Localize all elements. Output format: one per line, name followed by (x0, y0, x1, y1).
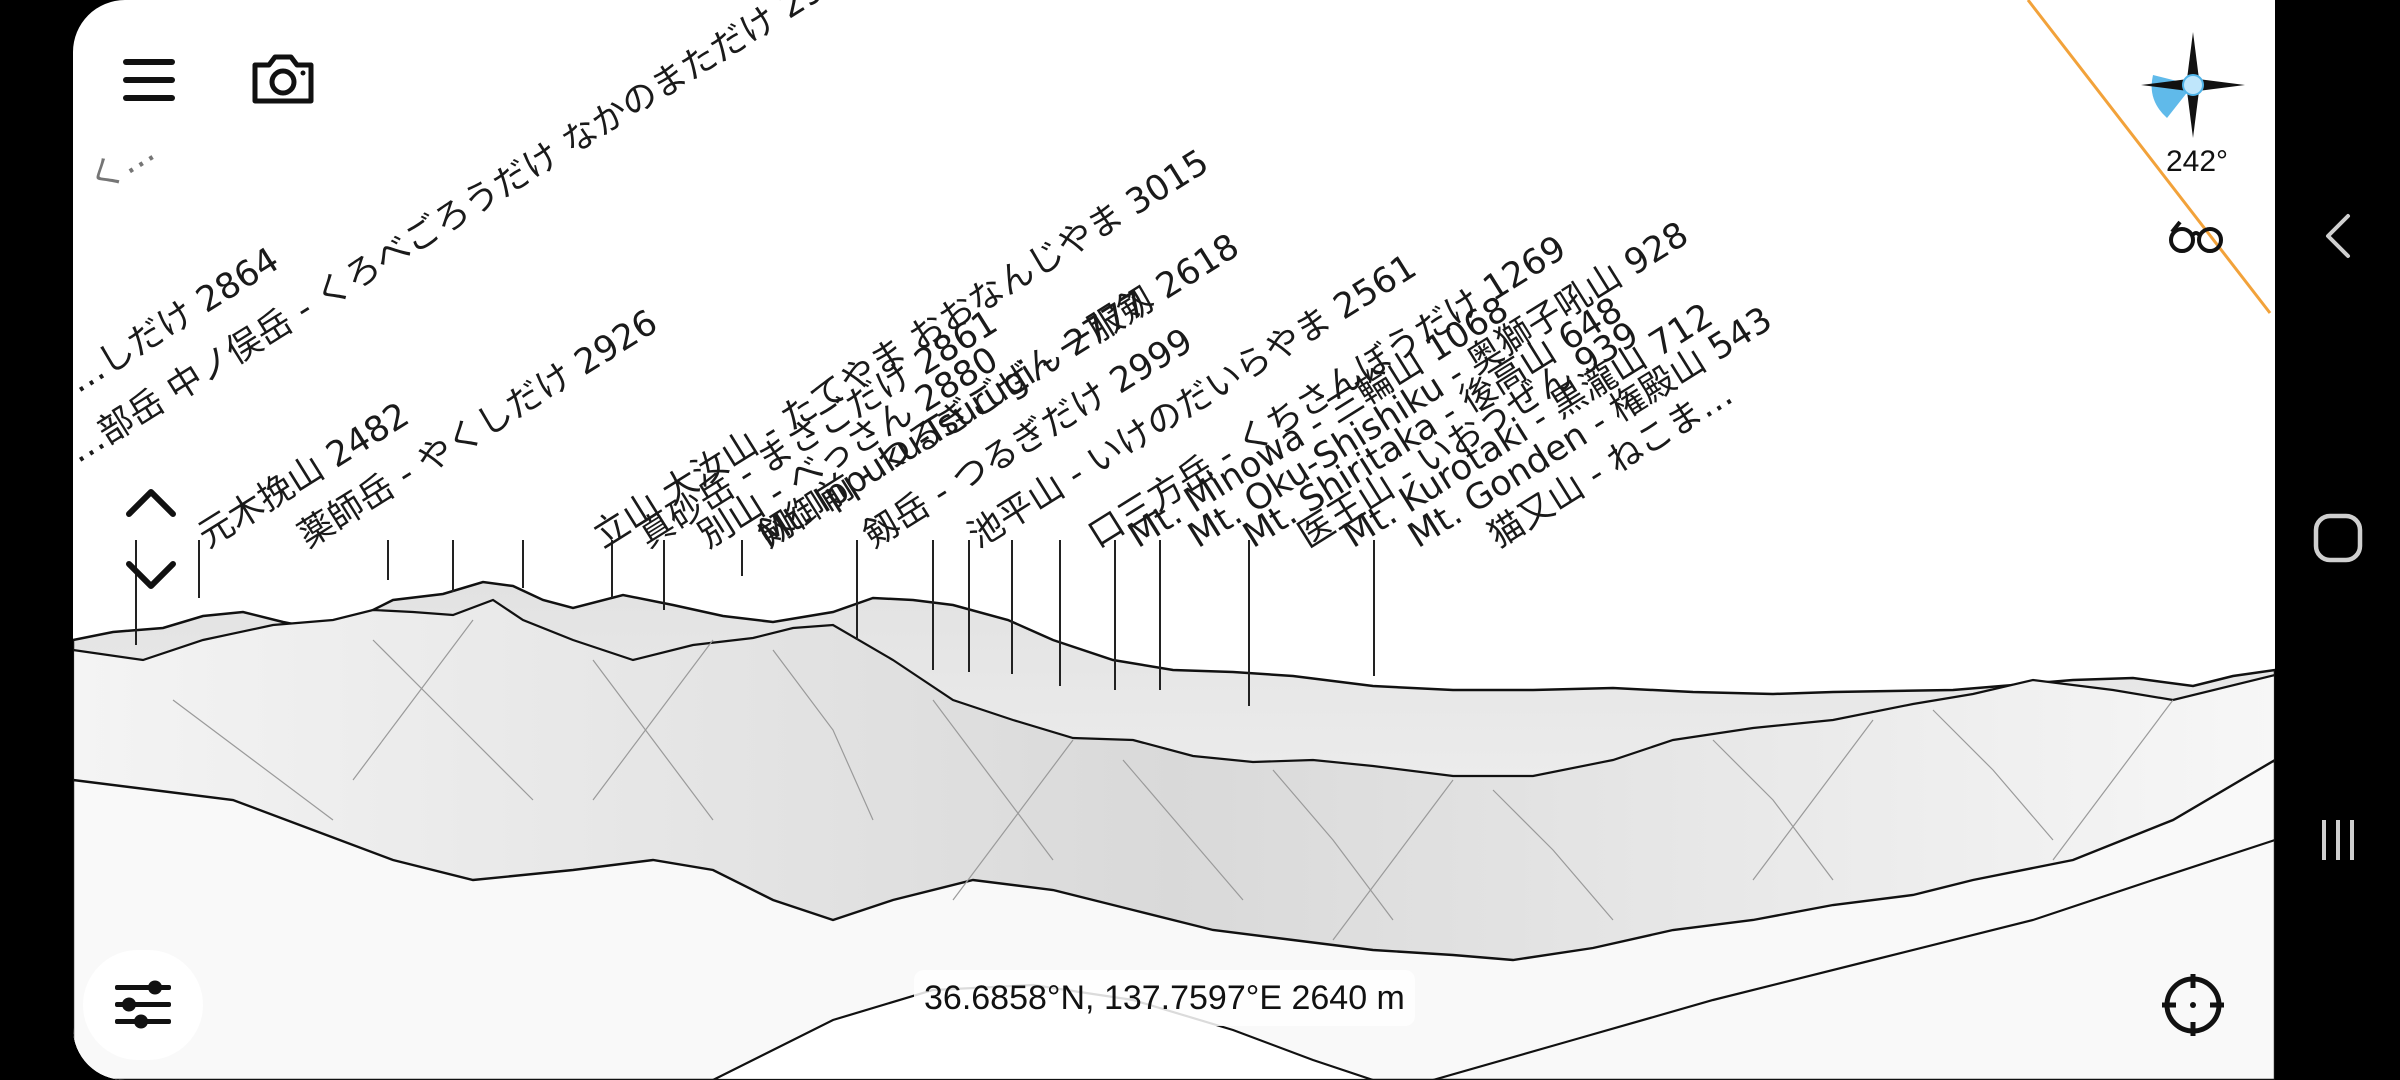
zoom-up-button[interactable] (123, 482, 179, 522)
terrain-sketch[interactable] (73, 0, 2275, 1080)
glasses-icon (2169, 220, 2223, 253)
peak-pointer-line (932, 540, 934, 670)
right-slope (1432, 838, 2275, 1080)
peak-pointer-line (741, 540, 743, 576)
peak-pointer-line (1059, 540, 1061, 686)
crosshair-icon (2162, 974, 2224, 1036)
chevron-down-icon (126, 561, 176, 589)
camera-icon (252, 54, 314, 104)
home-icon (2313, 513, 2362, 563)
menu-button[interactable] (118, 52, 180, 108)
recents-button[interactable] (2275, 816, 2400, 864)
peak-pointer-line (452, 540, 454, 592)
back-chevron-icon (2325, 214, 2350, 258)
compass-icon (2141, 32, 2245, 138)
recents-icon (2321, 820, 2354, 860)
location-readout: 36.6858°N, 137.7597°E 2640 m (914, 970, 1415, 1026)
system-navigation-bar (2275, 0, 2400, 1080)
peak-pointer-line (1159, 540, 1161, 690)
camera-button[interactable] (248, 50, 318, 108)
peak-pointer-line (1011, 540, 1013, 674)
peak-pointer-line (663, 540, 665, 610)
peak-pointer-line (1248, 540, 1250, 706)
locate-button[interactable] (2158, 970, 2228, 1040)
view-mode-button[interactable] (2166, 215, 2226, 257)
terrain-hatching (172, 619, 2174, 941)
peak-pointer-line (856, 540, 858, 640)
compass-button[interactable] (2133, 30, 2253, 140)
peak-pointer-line (135, 540, 137, 645)
chevron-up-icon (126, 489, 176, 517)
hamburger-menu-icon (123, 59, 175, 101)
zoom-down-button[interactable] (123, 556, 179, 596)
peak-pointer-line (387, 540, 389, 580)
back-button[interactable] (2275, 212, 2400, 260)
peak-pointer-line (611, 540, 613, 598)
heading-line (2026, 0, 2272, 314)
peak-pointer-line (198, 540, 200, 598)
settings-button[interactable] (83, 950, 203, 1060)
peak-pointer-line (1373, 540, 1375, 676)
near-ridge (73, 758, 2275, 1080)
panorama-view[interactable]: く……しだけ 2864…部岳 中ノ俣岳 - くろべごろうだけ なかのまただけ 2… (73, 0, 2275, 1080)
sliders-icon (115, 980, 171, 1029)
peak-pointer-line (1114, 540, 1116, 690)
peak-pointer-line (522, 540, 524, 588)
compass-heading: 242° (2166, 145, 2229, 178)
peak-pointer-line (968, 540, 970, 672)
home-button[interactable] (2275, 512, 2400, 564)
